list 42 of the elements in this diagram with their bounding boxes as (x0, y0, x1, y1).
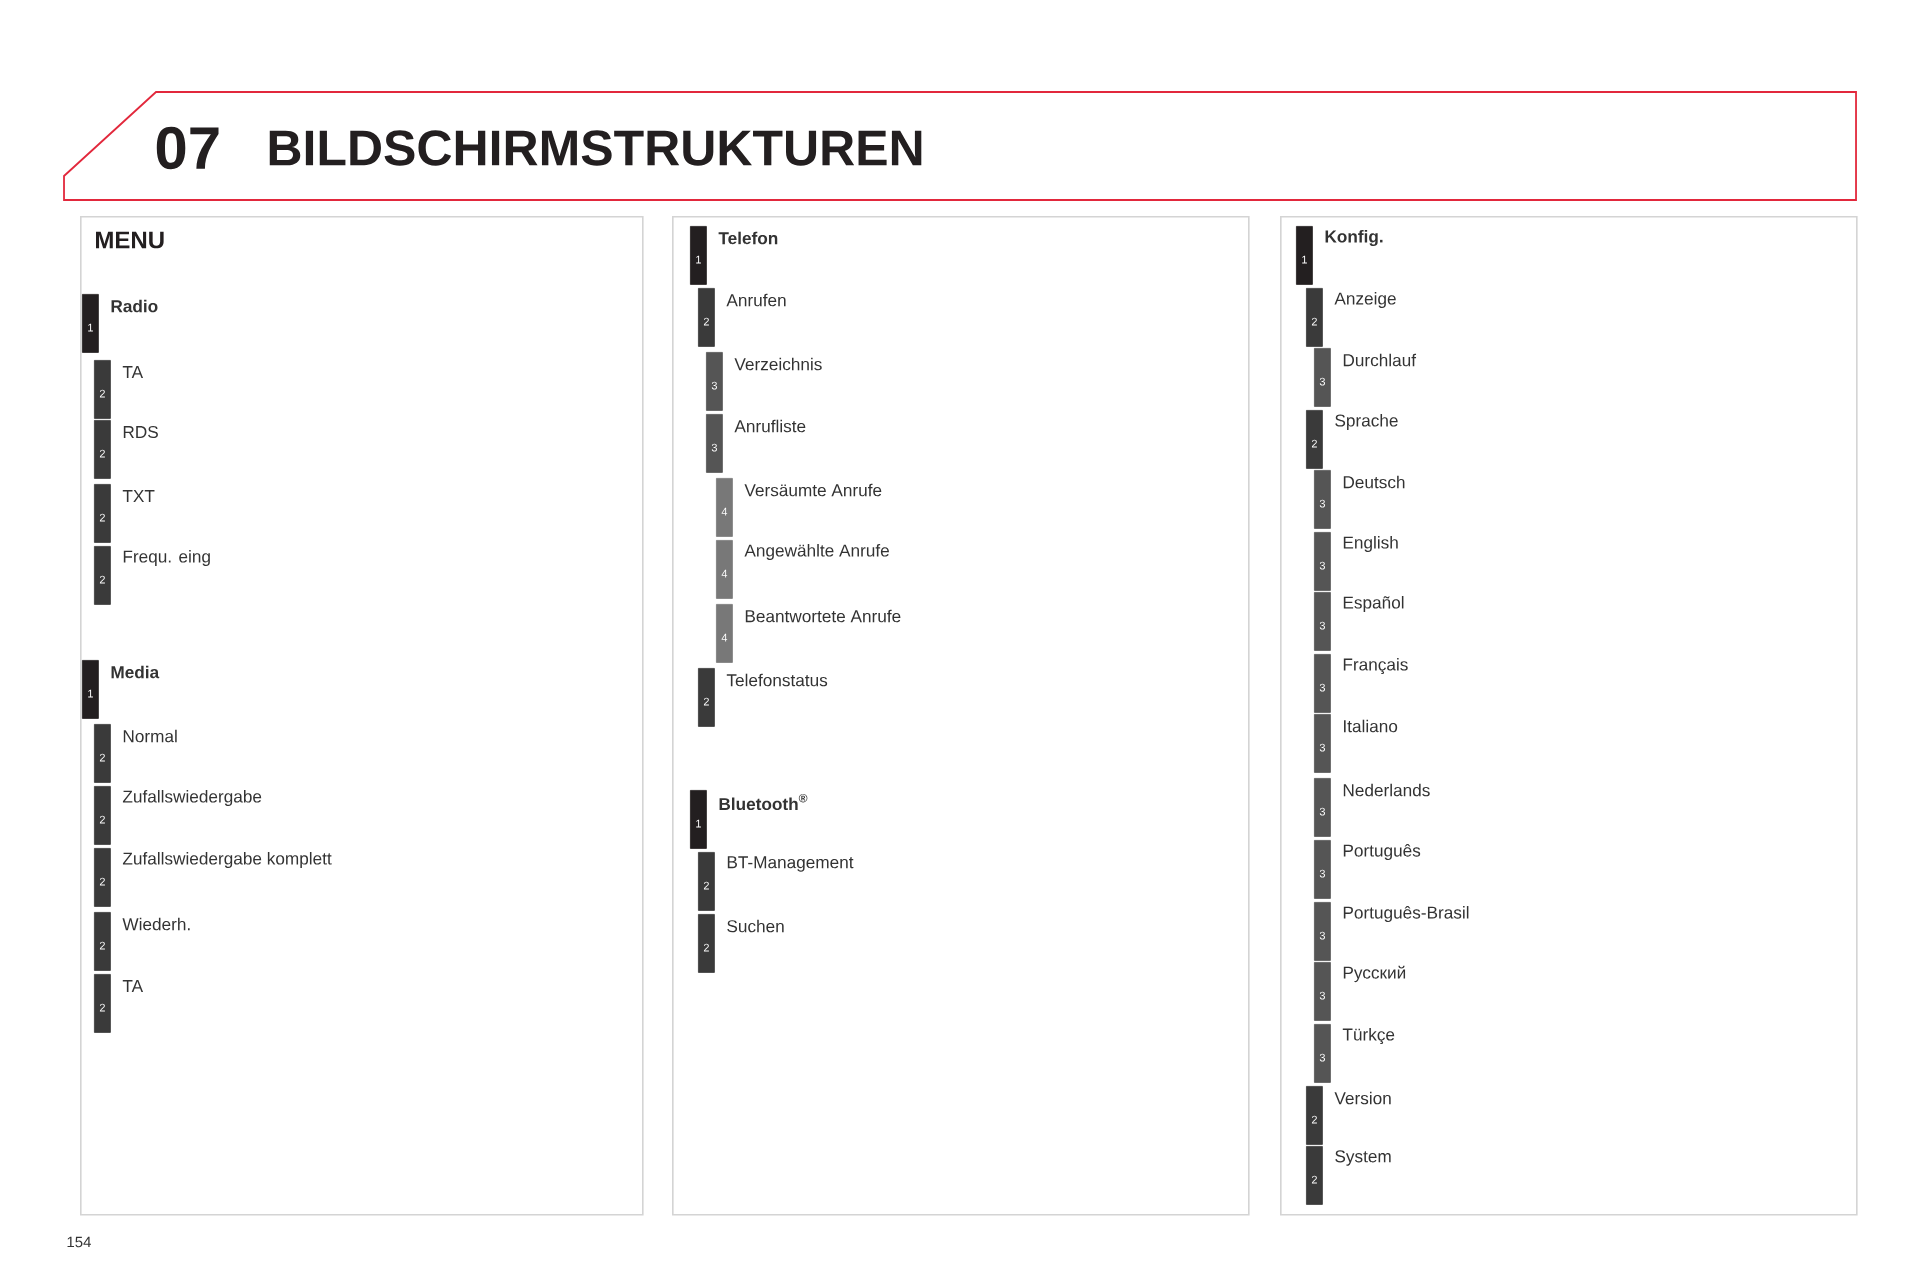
menu-item-label: BT-Management (727, 856, 854, 872)
menu-item-label: Русский (1343, 965, 1406, 983)
menu-item-label: Wiederh. (122, 917, 190, 931)
menu-item-label: Versäumte Anrufe (744, 483, 882, 497)
menu-item-label: Zufallswiedergabe komplett (122, 852, 332, 869)
chapter-number: 07 (156, 126, 219, 170)
menu-panel (1280, 216, 1858, 1216)
menu-item-label: Durchlauf (1343, 353, 1417, 367)
menu-item-label: Português-Brasil (1343, 905, 1469, 923)
menu-item-label: Italiano (1344, 719, 1398, 733)
menu-item-label: Türkçe (1342, 1027, 1395, 1045)
menu-item-label: Suchen (727, 919, 784, 933)
menu-item-label: Angewählte Anrufe (744, 544, 889, 561)
menu-panel (672, 216, 1250, 1216)
menu-item-label: Media (111, 665, 160, 679)
menu-item-label: Beantwortete Anrufe (745, 609, 901, 623)
menu-item-label: Anzeige (1334, 292, 1396, 309)
menu-item-label: Frequ. eing (123, 550, 210, 567)
menu-item-label: Nederlands (1343, 783, 1430, 797)
menu-item-label: Konfig. (1325, 229, 1383, 247)
menu-item-label: Radio (111, 299, 158, 313)
menu-item-label: Sprache (1335, 414, 1398, 431)
menu-item-label: Normal (123, 729, 177, 743)
menu-item-label: TA (122, 366, 144, 378)
menu-item-label: TXT (122, 490, 155, 502)
menu-item-label: Zufallswiedergabe (122, 790, 262, 807)
menu-item-label: Deutsch (1343, 475, 1405, 489)
menu-item-label: Anrufliste (734, 419, 806, 433)
page-title: BILDSCHIRMSTRUKTUREN (269, 130, 922, 166)
menu-item-label: English (1343, 536, 1398, 553)
menu-item-label: Bluetooth$^{®}$ (719, 793, 808, 811)
menu-item-label: Português (1343, 843, 1421, 861)
menu-item-label: System (1335, 1150, 1391, 1166)
menu-item-label: Français (1343, 657, 1408, 675)
menu-item-label: RDS (123, 425, 158, 439)
menu-item-label: TA (122, 980, 144, 992)
menu-item-label: Telefonstatus (726, 673, 828, 687)
menu-item-label: Español (1343, 596, 1404, 613)
menu-item-label: Anrufen (726, 293, 786, 307)
menu-item-label: Verzeichnis (734, 357, 822, 371)
menu-item-label: Version (1334, 1091, 1391, 1105)
menu-item-label: Telefon (718, 231, 778, 245)
